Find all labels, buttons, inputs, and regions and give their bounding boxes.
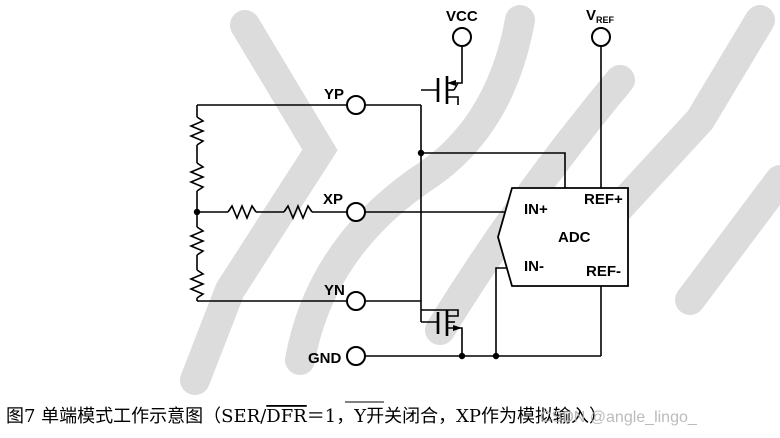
ref-minus-label: REF- (586, 263, 621, 280)
vref-terminal: VREF (586, 7, 615, 47)
yn-label: YN (324, 282, 345, 299)
resistor-bottom-1 (188, 226, 206, 256)
yn-terminal: YN (324, 282, 366, 311)
vref-label: V (586, 7, 596, 24)
gnd-terminal: GND (308, 346, 366, 367)
caption-suffix: ＝1，Y开关闭合，XP作为模拟输入） (307, 406, 607, 427)
yp-label: YP (324, 86, 344, 103)
junction-dot-nmos (458, 352, 466, 360)
gnd-label: GND (308, 350, 342, 367)
caption-overline: DFR (266, 406, 307, 427)
xp-label: XP (323, 191, 343, 208)
vcc-terminal: VCC (446, 8, 478, 47)
pmos-transistor-top (421, 46, 463, 105)
in-minus-label: IN- (524, 258, 544, 275)
watermark-strokes (180, 5, 780, 395)
in-plus-label: IN+ (524, 201, 548, 218)
caption-prefix: 图7 单端模式工作示意图（SER/ (6, 406, 267, 427)
junction-dot-gnd-line (492, 352, 500, 360)
svg-text:VREF: VREF (586, 7, 615, 25)
xp-terminal: XP (323, 191, 366, 222)
resistor-horizontal-1 (227, 203, 257, 221)
adc-block: IN+ IN- ADC REF+ REF- (497, 187, 629, 287)
resistor-top-1 (188, 116, 206, 146)
resistor-network (188, 104, 347, 302)
vcc-label: VCC (446, 8, 478, 25)
nmos-transistor-bottom (421, 309, 466, 360)
signal-wires (365, 46, 602, 360)
figure-caption: 图7 单端模式工作示意图（SER/DFR＝1，Y开关闭合，XP作为模拟输入） (6, 401, 607, 427)
svg-text:图7 单端模式工作示意图（SER/DFR＝1，Y开关闭合，: 图7 单端模式工作示意图（SER/DFR＝1，Y开关闭合，XP作为模拟输入） (6, 406, 607, 427)
resistor-horizontal-2 (283, 203, 313, 221)
ref-plus-label: REF+ (584, 191, 623, 208)
watermark-text: CSDN @angle_lingo_ (540, 409, 698, 426)
resistor-bottom-2 (188, 269, 206, 299)
yp-terminal: YP (324, 86, 366, 115)
resistor-top-2 (188, 162, 206, 192)
junction-dot-yp-line (417, 149, 425, 157)
adc-label: ADC (558, 229, 591, 246)
vref-subscript: REF (596, 15, 615, 25)
